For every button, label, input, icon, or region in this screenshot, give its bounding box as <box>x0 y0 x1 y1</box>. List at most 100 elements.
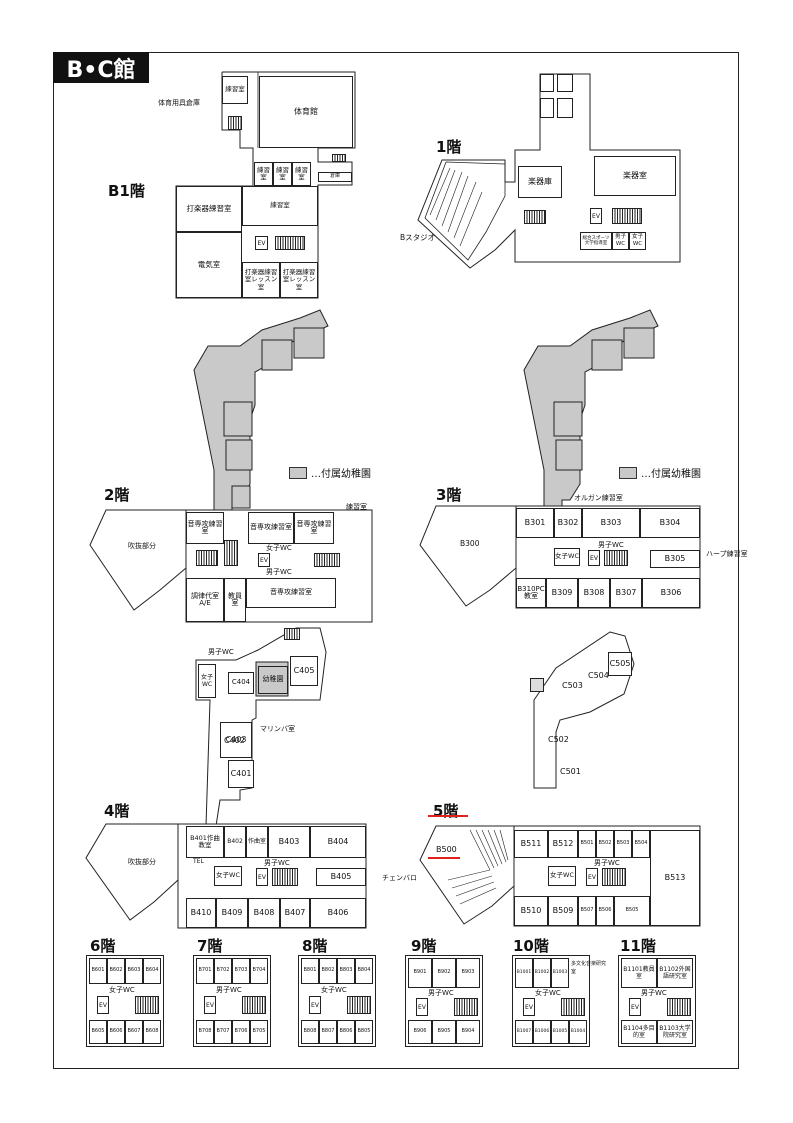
f5-mens-wc: 男子WC <box>594 859 620 867</box>
f2-teachers-room: 教員室 <box>224 578 246 622</box>
f9-top-3: B903 <box>456 958 480 988</box>
f4-b410: B410 <box>186 898 216 928</box>
f2-music-practice-a: 音専攻練習室 <box>186 512 224 544</box>
f8-stairs <box>347 996 371 1014</box>
f1-elevator: EV <box>590 208 602 224</box>
f1-womens-wc: 女子WC <box>629 232 646 250</box>
f3-womens-wc: 女子WC <box>554 548 580 566</box>
f10-top-2: B1002 <box>533 958 551 988</box>
f4-b405: B405 <box>316 868 366 886</box>
f7-top-4: B704 <box>250 958 268 984</box>
floor-label-11: 11階 <box>620 937 656 955</box>
f3-b310: B310PC教室 <box>516 578 546 608</box>
f6-top-2: B602 <box>107 958 125 984</box>
f3-b306: B306 <box>642 578 700 608</box>
f6-bottom-1: B605 <box>89 1020 107 1044</box>
b1-stairs-3 <box>332 154 346 162</box>
f3-b302: B302 <box>554 508 582 538</box>
f6-top-1: B601 <box>89 958 107 984</box>
f7-bottom-1: B708 <box>196 1020 214 1044</box>
f6-bottom-2: B606 <box>107 1020 125 1044</box>
b1-storage-label: 体育用具倉庫 <box>158 99 200 107</box>
f9-bottom-2: B905 <box>432 1020 456 1044</box>
f10-bottom-3: B1005 <box>551 1020 569 1044</box>
f1-instrument-room: 楽器室 <box>594 156 676 196</box>
floor-label-6: 6階 <box>90 937 116 955</box>
floor-b1-outline <box>175 71 356 299</box>
f4-b403: B403 <box>268 826 310 858</box>
f10-bottom-2: B1006 <box>533 1020 551 1044</box>
f4-womens-wc: 女子WC <box>214 866 242 886</box>
f5-c504: C504 <box>588 671 609 680</box>
f3-mens-wc: 男子WC <box>598 541 624 549</box>
f4-b401: B401作曲教室 <box>186 826 224 858</box>
floor-label-9: 9階 <box>411 937 437 955</box>
f4-composition-room: 作曲室 <box>246 826 268 858</box>
f11-bottom-1: B1104多目的室 <box>621 1020 657 1044</box>
f3-stairs <box>604 550 628 566</box>
f4-stairs-top <box>284 628 300 640</box>
f4-b402: B402 <box>224 826 246 858</box>
f8-top-2: B802 <box>319 958 337 984</box>
f8-bottom-1: B808 <box>301 1020 319 1044</box>
f4-b404: B404 <box>310 826 366 858</box>
floor-8-plan: B801 B802 B803 B804 女子WC EV B808 B807 B8… <box>298 955 376 1047</box>
f3-b300-label: B300 <box>460 539 480 548</box>
f4-elevator: EV <box>256 868 268 886</box>
f7-wc: 男子WC <box>216 986 242 994</box>
floor-label-2: 2階 <box>104 486 130 504</box>
f3-organ-label: オルガン練習室 <box>574 494 623 502</box>
f6-top-3: B603 <box>125 958 143 984</box>
f2-stairs-b <box>224 540 238 566</box>
f7-top-2: B702 <box>214 958 232 984</box>
f5-c501: C501 <box>560 767 581 776</box>
f2-elevator: EV <box>258 553 270 567</box>
f2-tuning-room: 調律代室A/E <box>186 578 224 622</box>
f2-music-practice-c: 音専攻練習室 <box>294 512 334 544</box>
f7-top-3: B703 <box>232 958 250 984</box>
floor-5-highlight <box>428 815 468 817</box>
f5-b510: B510 <box>514 896 548 926</box>
f5-c505: C505 <box>608 652 632 676</box>
f2-stairs-a <box>196 550 218 566</box>
f11-top-1: B1101教員室 <box>621 958 657 988</box>
f10-wc: 女子WC <box>535 989 561 997</box>
f4-tel: TEL <box>193 858 204 865</box>
floor-label-b1: B1階 <box>108 182 145 200</box>
f2-womens-wc: 女子WC <box>266 544 292 552</box>
f5-b503: B503 <box>614 830 632 858</box>
f4-womens-wc-top: 女子WC <box>198 664 216 698</box>
f4-c404: C404 <box>228 672 254 694</box>
f5-womens-wc: 女子WC <box>548 866 576 886</box>
f1-small-room-c <box>540 98 554 118</box>
f5-b509: B509 <box>548 896 578 926</box>
f8-bottom-3: B806 <box>337 1020 355 1044</box>
f4-b406: B406 <box>310 898 366 928</box>
f5-c502: C502 <box>548 735 569 744</box>
f5-b511: B511 <box>514 830 548 858</box>
f1-small-room-d <box>557 98 573 118</box>
b1-practice-room: 練習室 <box>222 76 248 104</box>
f2-void-label: 吹抜部分 <box>128 542 156 550</box>
f4-b409: B409 <box>216 898 248 928</box>
f7-bottom-2: B707 <box>214 1020 232 1044</box>
f6-top-4: B604 <box>143 958 161 984</box>
f5-b500: B500 <box>436 845 457 854</box>
f5-b505: B505 <box>614 896 650 926</box>
f3-elevator: EV <box>588 550 600 566</box>
f11-wc: 男子WC <box>641 989 667 997</box>
f9-stairs <box>454 998 478 1016</box>
f9-wc: 男子WC <box>428 989 454 997</box>
b1-stairs-2 <box>275 236 305 250</box>
f8-elevator: EV <box>309 996 321 1014</box>
b1-percussion-lesson-a: 打楽器練習室レッスン室 <box>242 262 280 298</box>
f5-b512: B512 <box>548 830 578 858</box>
legend-label-2: …付属幼稚園 <box>311 469 371 480</box>
f10-elevator: EV <box>523 998 535 1016</box>
f5-b506: B506 <box>596 896 614 926</box>
f10-stairs <box>561 998 585 1016</box>
f3-b308: B308 <box>578 578 610 608</box>
f8-top-4: B804 <box>355 958 373 984</box>
floor-6-plan: B601 B602 B603 B604 女子WC EV B605 B606 B6… <box>86 955 164 1047</box>
f11-bottom-2: B1103大学院研究室 <box>657 1020 693 1044</box>
